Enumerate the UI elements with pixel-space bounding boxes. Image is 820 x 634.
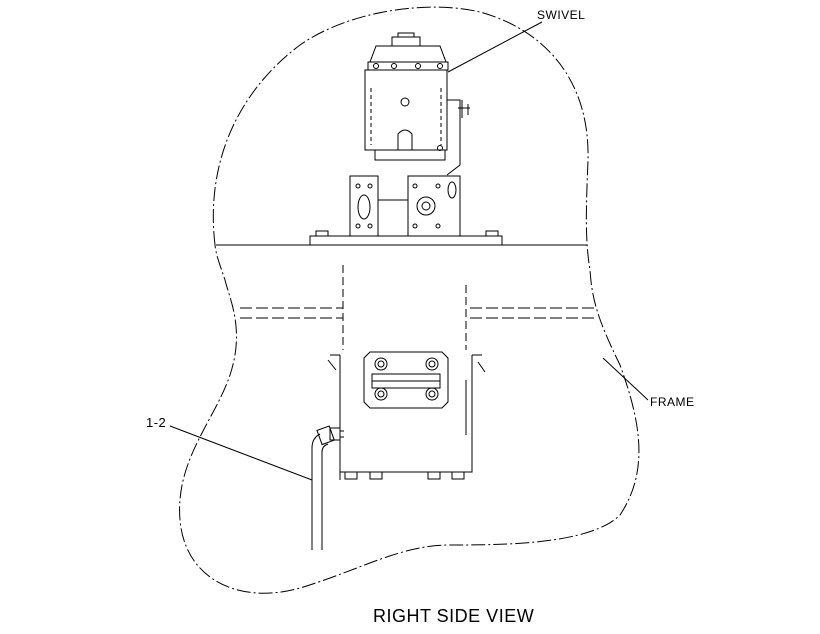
right-side-rail (470, 307, 598, 319)
clamp-plate (363, 351, 449, 409)
center-housing (327, 354, 486, 480)
frame-leader-line (602, 357, 649, 401)
swivel-leader-line (447, 21, 543, 73)
hidden-support-lines (342, 265, 467, 350)
frame-label: FRAME (650, 395, 695, 409)
swivel-assembly (309, 32, 503, 246)
part-leader-line (169, 425, 313, 481)
frame-phantom-outline (179, 6, 640, 594)
view-title: RIGHT SIDE VIEW (373, 606, 535, 626)
hose-and-fitting (311, 425, 344, 550)
part-callout-label: 1-2 (146, 415, 167, 430)
left-side-rail (240, 307, 343, 319)
swivel-label: SWIVEL (537, 8, 586, 22)
